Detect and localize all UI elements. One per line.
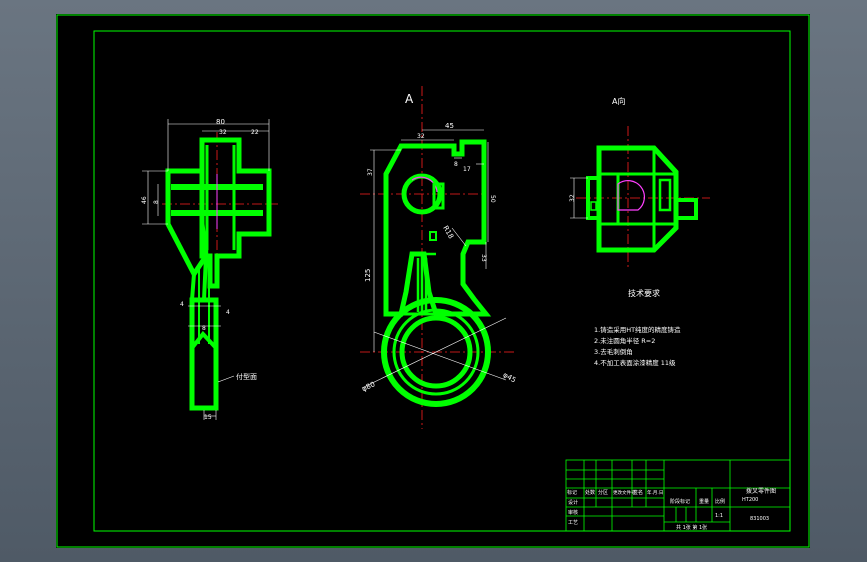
left-hub-outline xyxy=(199,137,272,289)
technical-requirements: 技术要求 1.铸造采用HT纯度的精度铸造 2.未注圆角半径 R=2 3.去毛刺倒… xyxy=(594,288,681,367)
left-note: 付型面 xyxy=(236,372,257,381)
requirement-item-1: 1.铸造采用HT纯度的精度铸造 xyxy=(594,325,681,334)
title-block-text: 标记 处数 分区 更改文件号 签名 年.月.日 设计 审核 工艺 阶段标记 重量… xyxy=(567,487,776,531)
left-dim-46: 46 xyxy=(141,196,148,204)
center-dim-125: 125 xyxy=(364,269,372,282)
tb-weight-label: 重量 xyxy=(699,498,709,505)
tb-label-zone: 分区 xyxy=(598,489,608,496)
right-view: A向 32 xyxy=(569,96,710,268)
center-body-outline xyxy=(383,139,492,317)
requirement-item-4: 4.不加工表面涂漆精度 11级 xyxy=(594,358,676,367)
cad-drawing: 80 32 22 46 8 4 4 8 15 付型面 A xyxy=(56,14,810,548)
center-dia-line-2 xyxy=(373,331,507,381)
requirement-item-3: 3.去毛刺倒角 xyxy=(594,347,633,356)
center-radius-leader xyxy=(451,227,467,247)
left-dim-80: 80 xyxy=(216,118,225,126)
tb-code: 831003 xyxy=(750,516,769,522)
left-arm-outline xyxy=(189,297,219,411)
tb-label-sign: 签名 xyxy=(633,489,643,496)
center-rib xyxy=(412,252,436,312)
center-ring-outer xyxy=(381,297,491,407)
right-bore-highlight xyxy=(617,180,645,211)
requirements-title: 技术要求 xyxy=(628,288,660,298)
center-bore-highlight xyxy=(411,176,438,193)
tb-label-date: 年.月.日 xyxy=(647,489,663,496)
right-right-boss xyxy=(676,198,698,220)
tb-sheet-info: 共 1张 第 1张 xyxy=(676,524,707,531)
tb-label-count: 处数 xyxy=(585,489,595,496)
inner-border xyxy=(93,30,791,532)
title-block-frame xyxy=(565,459,791,532)
center-dim-33: 33 xyxy=(480,254,487,262)
tb-part-name: 拨叉零件图 xyxy=(746,487,776,495)
center-dim-r18: R18 xyxy=(441,224,455,240)
right-body-outline xyxy=(596,145,679,253)
center-ring-middle xyxy=(392,308,480,396)
center-dia-line-1 xyxy=(361,317,507,389)
right-left-boss xyxy=(586,176,601,220)
tb-scale-label: 比例 xyxy=(715,498,725,505)
right-dim-32: 32 xyxy=(569,194,576,202)
center-dim-50: 50 xyxy=(489,195,496,203)
left-arm-neck xyxy=(190,330,218,350)
center-dim-8: 8 xyxy=(454,161,458,168)
left-dim-8b: 8 xyxy=(202,325,206,332)
center-ring-inner xyxy=(399,315,473,389)
outer-border xyxy=(56,14,810,548)
tb-material: HT200 xyxy=(742,497,758,503)
center-dim-37: 37 xyxy=(367,168,374,176)
left-note-leader xyxy=(217,375,235,383)
left-view: 80 32 22 46 8 4 4 8 15 付型面 xyxy=(141,118,278,421)
center-small-slot xyxy=(429,231,437,241)
view-label-a-direction: A向 xyxy=(612,96,625,106)
center-dim-17: 17 xyxy=(463,166,471,173)
right-slot xyxy=(658,178,672,212)
view-label-a: A xyxy=(405,92,414,106)
center-slot xyxy=(432,182,445,210)
center-view: A 45 32 8 50 37 125 33 xyxy=(360,86,517,429)
tb-label-mark: 标记 xyxy=(567,489,577,496)
requirement-item-2: 2.未注圆角半径 R=2 xyxy=(594,336,655,345)
tb-label-change: 更改文件号 xyxy=(613,489,636,496)
left-dim-4b: 4 xyxy=(226,309,230,316)
left-dim-15: 15 xyxy=(204,414,212,421)
center-upper-bore xyxy=(401,173,443,215)
left-dim-8: 8 xyxy=(153,200,160,204)
tb-label-review: 审核 xyxy=(568,509,578,516)
right-small-slot xyxy=(590,201,597,211)
center-dim-45: 45 xyxy=(445,122,454,130)
tb-scale-value: 1:1 xyxy=(715,513,723,519)
drawing-sheet: 80 32 22 46 8 4 4 8 15 付型面 A xyxy=(56,14,810,548)
title-block xyxy=(565,459,791,532)
left-dim-4a: 4 xyxy=(180,301,184,308)
tb-label-design: 设计 xyxy=(568,499,578,506)
tb-stage-label: 阶段标记 xyxy=(670,498,690,505)
left-dim-32: 32 xyxy=(219,129,227,136)
center-dim-phi45: φ45 xyxy=(502,371,518,385)
left-dim-22: 22 xyxy=(251,129,259,136)
center-dim-32: 32 xyxy=(417,133,425,140)
tb-label-process: 工艺 xyxy=(568,520,578,526)
